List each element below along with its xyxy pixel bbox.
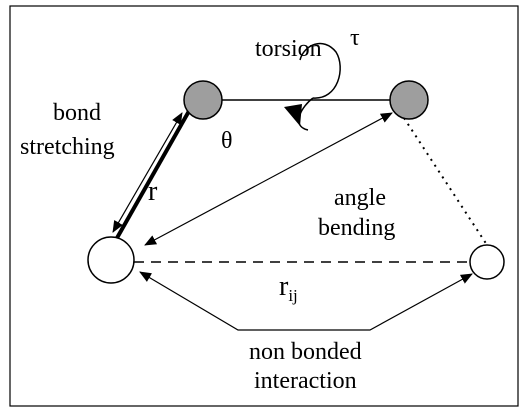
atom-gray-left: [183, 80, 223, 120]
nonbonded-label-line2: interaction: [254, 368, 357, 394]
rij-label: rij: [279, 271, 298, 305]
atom-gray-right: [389, 80, 429, 120]
torsion-rotation-arc-upper: [299, 42, 341, 99]
nonbonded-interaction-arrow: [139, 271, 473, 331]
bond-right-dotted: [403, 117, 488, 246]
angle-bending-label-line1: angle: [334, 185, 386, 211]
bond-stretching-label-line2: stretching: [20, 134, 115, 160]
diagram-frame: [9, 5, 519, 407]
bond-stretching-label-line1: bond: [53, 100, 101, 126]
tau-symbol: τ: [350, 25, 360, 51]
bond-left-thick: [111, 103, 195, 246]
theta-symbol: θ: [221, 128, 233, 154]
atom-white-left: [87, 236, 135, 284]
bond-length-r-label: r: [148, 176, 158, 207]
nonbonded-label-line1: non bonded: [249, 339, 362, 365]
bond-stretching-arrow: [112, 112, 183, 233]
angle-bending-label-line2: bending: [318, 215, 395, 241]
angle-bending-arrow: [144, 112, 393, 246]
atom-white-right: [469, 244, 505, 280]
torsion-label: torsion: [255, 36, 322, 62]
torsion-arrowhead: [284, 104, 302, 126]
